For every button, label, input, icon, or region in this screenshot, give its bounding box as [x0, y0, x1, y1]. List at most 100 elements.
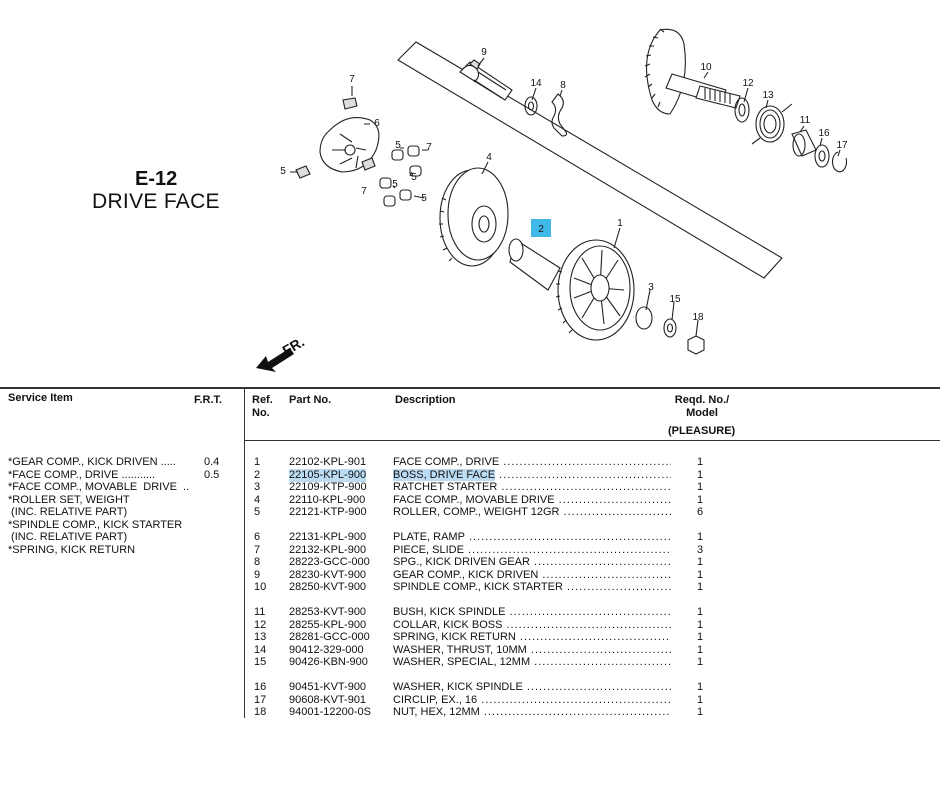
service-item: (INC. RELATIVE PART): [8, 506, 128, 518]
part-3-ratchet-starter: [635, 306, 653, 330]
service-item: (INC. RELATIVE PART): [8, 531, 128, 543]
callout-number: 6: [374, 118, 380, 129]
service-item: *FACE COMP., MOVABLE DRIVE ..: [8, 481, 190, 493]
part-number: 28281-GCC-000: [289, 631, 370, 643]
table-column-divider: [244, 388, 245, 718]
part-6-ramp-plate: [319, 117, 380, 173]
table-row[interactable]: 15 90426-KBN-900 WASHER, SPECIAL, 12MM ...…: [0, 656, 940, 669]
part-number: 90426-KBN-900: [289, 656, 368, 668]
part-7-slide-piece: [361, 157, 376, 171]
part-2-drive-face-boss: [508, 238, 561, 291]
callout-number: 5: [411, 172, 417, 183]
callout-number: 17: [836, 140, 848, 151]
part-17-circlip: [831, 151, 848, 173]
required-quantity: 1: [697, 643, 704, 656]
ref-number: 7: [254, 543, 261, 556]
callout-number: 10: [700, 62, 712, 73]
part-description: WASHER, SPECIAL, 12MM ..................…: [393, 656, 671, 668]
table-row[interactable]: 7 22132-KPL-900 PIECE, SLIDE .............…: [0, 544, 940, 557]
callout-number: 4: [486, 152, 492, 163]
part-description: FACE COMP., DRIVE ......................…: [393, 456, 671, 468]
table-top-rule: [0, 387, 940, 389]
part-description: CIRCLIP, EX., 16 .......................…: [393, 693, 671, 706]
part-number: 28255-KPL-900: [289, 618, 367, 631]
header-ref-no: Ref. No.: [252, 394, 273, 419]
part-number: 22110-KPL-900: [289, 493, 366, 506]
part-description: SPG., KICK DRIVEN GEAR .................…: [393, 556, 671, 568]
part-10-spindle-comp: [644, 28, 741, 115]
required-quantity: 3: [697, 543, 704, 556]
callout-number: 5: [421, 193, 427, 204]
callout-number: 8: [560, 80, 566, 91]
part-number: 22105-KPL-900: [289, 468, 367, 482]
part-number: 28223-GCC-000: [289, 556, 370, 568]
part-description: BOSS, DRIVE FACE .......................…: [393, 468, 671, 481]
required-quantity: 1: [697, 556, 704, 568]
required-quantity: 1: [697, 531, 704, 543]
part-9-kick-driven-gear: [459, 59, 513, 101]
section-code: E-12: [135, 168, 178, 190]
part-description: COLLAR, KICK BOSS ......................…: [393, 618, 671, 631]
callout-number: 16: [818, 128, 830, 139]
part-description: SPRING, KICK RETURN ....................…: [393, 631, 671, 643]
ref-number: 3: [254, 481, 261, 493]
required-quantity: 1: [697, 481, 704, 493]
required-quantity: 1: [697, 581, 704, 593]
ref-number: 1: [254, 456, 261, 468]
part-number: 90412-329-000: [289, 643, 364, 656]
part-15-washer: [663, 318, 677, 338]
required-quantity: 1: [697, 681, 704, 693]
ref-number: 16: [254, 681, 267, 693]
part-number: 22102-KPL-901: [289, 456, 367, 468]
callout-number: 7: [426, 142, 432, 153]
part-description: PIECE, SLIDE ...........................…: [393, 543, 671, 556]
ref-number: 15: [254, 656, 267, 668]
ref-number: 12: [254, 618, 267, 631]
ref-number: 11: [254, 606, 266, 618]
callout-number: 13: [762, 90, 774, 101]
service-item-frt: 0.5: [204, 468, 220, 481]
ref-number: 13: [254, 631, 267, 643]
table-row[interactable]: 1 22102-KPL-901 FACE COMP., DRIVE ........…: [0, 456, 940, 469]
part-7-slide-piece: [342, 97, 358, 110]
required-quantity: 1: [697, 631, 704, 643]
part-14-washer: [524, 96, 538, 116]
required-quantity: 1: [697, 568, 704, 581]
part-number: 28250-KVT-900: [289, 581, 367, 593]
part-number: 94001-12200-0S: [289, 706, 371, 718]
part-4-movable-drive-face: [439, 167, 509, 267]
required-quantity: 1: [697, 468, 704, 481]
service-item: *FACE COMP., DRIVE ...........: [8, 468, 156, 481]
part-number: 90608-KVT-901: [289, 693, 367, 706]
part-description: BUSH, KICK SPINDLE .....................…: [393, 606, 671, 618]
callout-number: 3: [648, 282, 654, 293]
required-quantity: 1: [697, 456, 704, 468]
required-quantity: 1: [697, 656, 704, 668]
part-number: 22131-KPL-900: [289, 531, 367, 543]
table-row[interactable]: 12 28255-KPL-900 COLLAR, KICK BOSS .......…: [0, 619, 940, 632]
part-description: ROLLER, COMP., WEIGHT 12GR .............…: [393, 506, 671, 518]
part-number: 22109-KTP-900: [289, 481, 367, 493]
part-description: WASHER, KICK SPINDLE ...................…: [393, 681, 671, 693]
part-number: 22132-KPL-900: [289, 543, 367, 556]
part-11-bush: [791, 129, 817, 157]
part-16-washer: [814, 144, 830, 168]
callout-number: 9: [481, 47, 487, 58]
ref-number: 9: [254, 568, 261, 581]
table-row[interactable]: 13 28281-GCC-000 SPRING, KICK RETURN .....…: [0, 631, 940, 644]
ref-number: 10: [254, 581, 267, 593]
ref-number: 14: [254, 643, 267, 656]
